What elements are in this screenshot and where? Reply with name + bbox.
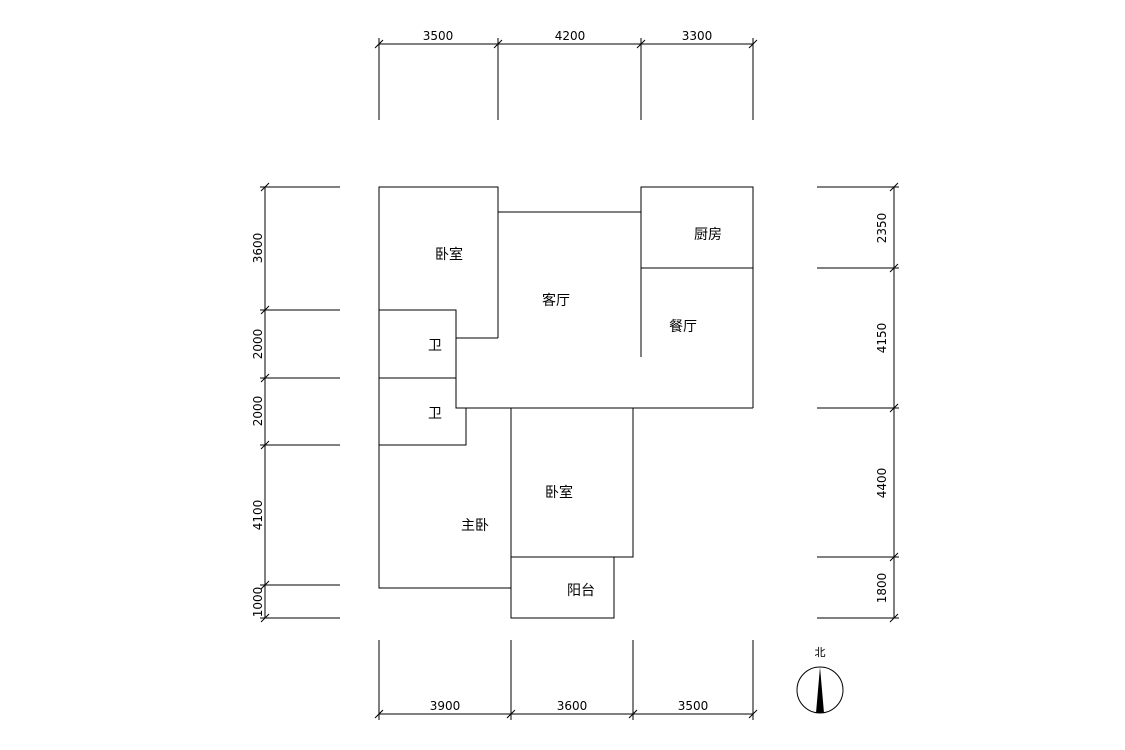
north-arrow-label: 北 (815, 646, 826, 659)
bottom-tick (628, 709, 638, 719)
left-dimension-label: 1000 (251, 587, 265, 618)
kitchen-outline (640, 186, 754, 269)
bottom-tick (748, 709, 758, 719)
right-dimension-label: 1800 (875, 573, 889, 604)
bottom-dimension-label: 3500 (678, 699, 709, 713)
north-arrow-needle (816, 667, 824, 713)
right-dimension-label: 2350 (875, 213, 889, 244)
room-label-bedroom-south: 卧室 (545, 484, 573, 501)
left-tick (260, 613, 270, 623)
right-tick (889, 263, 899, 273)
room-label-dining-room: 餐厅 (669, 319, 697, 335)
master-bedroom-outline (378, 445, 511, 589)
bottom-tick (374, 709, 384, 719)
right-tick (889, 182, 899, 192)
left-dimension-label: 3600 (251, 233, 265, 264)
right-tick (889, 552, 899, 562)
top-dimension-label: 3300 (682, 29, 713, 43)
room-label-bathroom-2: 卫 (428, 406, 442, 422)
bathroom-2-outline (378, 378, 467, 446)
room-label-kitchen: 厨房 (694, 227, 722, 243)
room-label-bedroom-nw: 卧室 (435, 246, 463, 263)
left-tick (260, 305, 270, 315)
top-tick (374, 39, 384, 49)
left-dimension-label: 2000 (251, 329, 265, 360)
floor-plan-walls (378, 186, 754, 619)
left-tick (260, 580, 270, 590)
north-arrow-icon: 北 (796, 646, 844, 714)
bottom-dimension-chain: 3900 3600 3500 (374, 640, 758, 720)
left-tick (260, 182, 270, 192)
right-tick (889, 613, 899, 623)
bottom-dimension-label: 3900 (430, 699, 461, 713)
right-tick (889, 403, 899, 413)
bottom-tick (506, 709, 516, 719)
top-dimension-label: 3500 (423, 29, 454, 43)
room-label-living-room: 客厅 (542, 292, 570, 309)
left-dimension-label: 4100 (251, 500, 265, 531)
room-label-balcony: 阳台 (567, 583, 595, 599)
room-label-master-bedroom: 主卧 (461, 518, 489, 534)
right-dimension-label: 4400 (875, 468, 889, 499)
top-tick (493, 39, 503, 49)
bedroom-nw-outline (378, 186, 499, 338)
bathroom-1-outline (379, 309, 511, 409)
left-dimension-chain: 3600 2000 2000 4100 1000 (251, 182, 340, 623)
bottom-dimension-label: 3600 (557, 699, 588, 713)
bedroom-south-outline (510, 408, 634, 619)
top-dimension-chain: 3500 4200 3300 (374, 29, 758, 120)
left-tick (260, 440, 270, 450)
right-dimension-label: 4150 (875, 323, 889, 354)
room-labels: 卧室 客厅 厨房 餐厅 卫 卫 卧室 主卧 阳台 (428, 227, 722, 599)
left-tick (260, 373, 270, 383)
top-tick (748, 39, 758, 49)
top-tick (636, 39, 646, 49)
right-dimension-chain: 2350 4150 4400 1800 (817, 182, 899, 623)
room-label-bathroom-1: 卫 (428, 338, 442, 354)
left-dimension-label: 2000 (251, 396, 265, 427)
top-dimension-label: 4200 (555, 29, 586, 43)
